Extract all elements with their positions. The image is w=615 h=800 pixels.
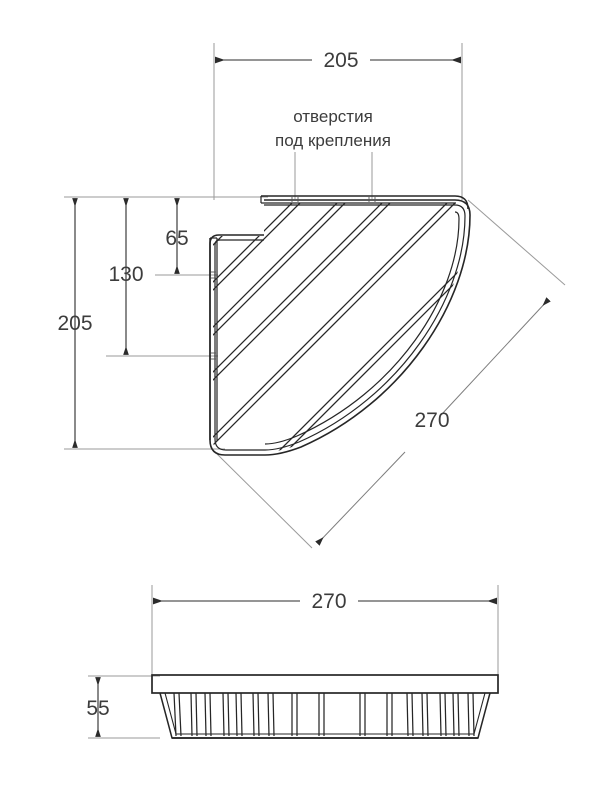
dim-55-label: 55	[86, 697, 109, 720]
dimension-270-diagonal: 270	[214, 199, 566, 549]
dim-270-diagonal-label: 270	[414, 409, 449, 432]
top-view-extension-lines	[64, 43, 463, 450]
dim-270-line-lower	[315, 451, 406, 546]
note-line-1: отверстия	[293, 107, 373, 126]
top-mounting-rail	[260, 195, 469, 210]
front-view-group: 270 55	[86, 585, 499, 739]
dimension-205-height: 205	[57, 198, 93, 448]
corner-shelf-top-view	[209, 195, 471, 456]
dim-270-witness-upper	[467, 199, 566, 286]
dimension-130: 130	[108, 198, 144, 355]
dim-270-witness-lower	[214, 451, 313, 549]
dimension-270-width: 270	[153, 590, 497, 613]
shelf-outline-inner	[214, 204, 466, 451]
top-rail-hole-marks	[291, 197, 376, 202]
front-view-extension-lines	[88, 585, 499, 739]
top-view-group: 205 отверстия под крепления 205 130 65	[57, 43, 566, 549]
note-line-2: под крепления	[275, 131, 391, 150]
dim-270-width-label: 270	[311, 590, 346, 613]
top-rail-edge-upper	[261, 195, 469, 210]
front-view-rim	[151, 674, 499, 694]
left-mounting-rail	[209, 237, 218, 441]
dim-65-label: 65	[165, 227, 188, 250]
dimension-205-width: 205	[215, 49, 461, 72]
dim-130-label: 130	[108, 263, 143, 286]
front-view-body	[151, 674, 499, 739]
shelf-curve-secondary	[264, 211, 460, 445]
dimension-55: 55	[86, 677, 110, 737]
left-rail-hole-marks	[211, 271, 216, 360]
dim-205-height-label: 205	[57, 312, 92, 335]
dimension-65: 65	[165, 198, 189, 274]
dim-205-width-label: 205	[323, 49, 358, 72]
front-view-wire-bars	[173, 692, 475, 737]
front-view-basket-outline-inner	[164, 692, 486, 735]
fastener-holes-note: отверстия под крепления	[275, 107, 391, 199]
dim-270-line-upper	[441, 297, 551, 415]
